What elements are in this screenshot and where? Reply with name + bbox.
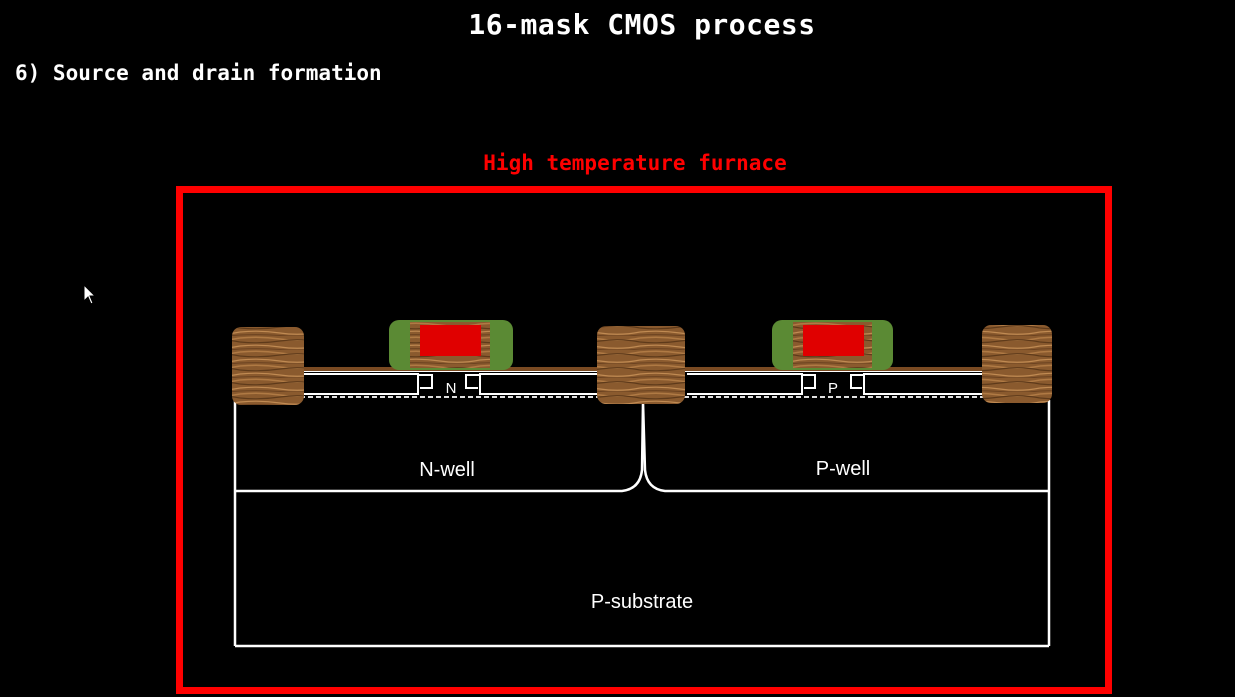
- channel-label-p: P: [828, 380, 838, 397]
- nwell-source-drain: [303, 373, 600, 395]
- pwell-source-drain: [687, 373, 983, 395]
- n-well-label: N-well: [419, 459, 475, 481]
- field-oxide-2: [597, 326, 685, 404]
- gate-stack-left: [389, 320, 513, 370]
- slide-title: 16-mask CMOS process: [468, 8, 816, 41]
- step-heading: 6) Source and drain formation: [15, 61, 382, 85]
- furnace-label: High temperature furnace: [483, 151, 787, 175]
- substrate-outline: [233, 400, 1051, 648]
- gate-stack-right: [772, 320, 893, 370]
- p-substrate-label: P-substrate: [591, 591, 693, 613]
- channel-label-n: N: [446, 380, 457, 397]
- mouse-pointer-icon: [83, 283, 97, 310]
- furnace-frame: [176, 186, 1112, 694]
- field-oxide-1: [232, 327, 304, 405]
- field-oxide-3: [982, 325, 1052, 403]
- p-well-label: P-well: [816, 458, 870, 480]
- well-boundary: [235, 401, 1049, 493]
